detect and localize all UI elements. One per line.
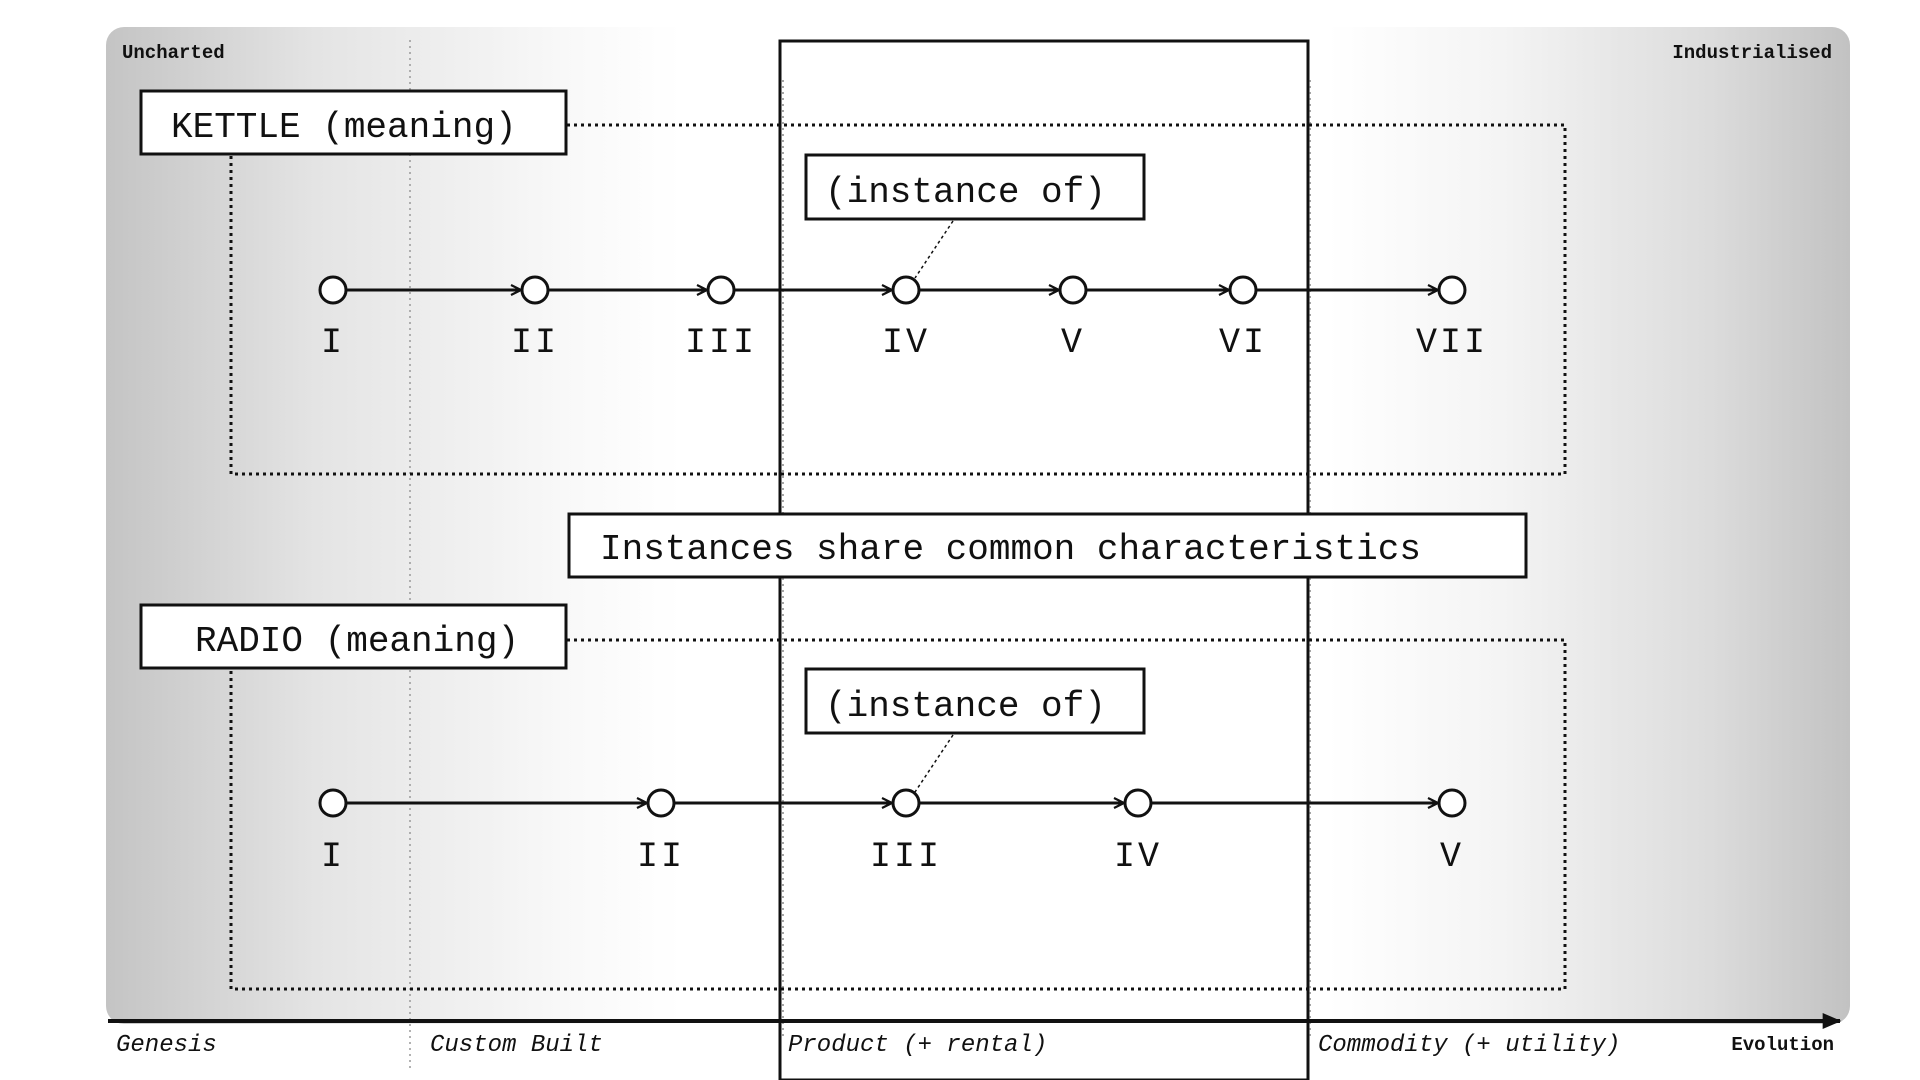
kettle-instance-node xyxy=(318,275,348,305)
radio-instance-node xyxy=(1123,788,1153,818)
kettle-instance-label: III xyxy=(685,323,757,363)
radio-instance-label: II xyxy=(637,837,685,877)
kettle-instance-label: VII xyxy=(1416,323,1488,363)
radio-instance-label: I xyxy=(321,837,345,877)
kettle-group-box xyxy=(229,123,1567,476)
radio-instance-node xyxy=(646,788,676,818)
radio-instance-of-box xyxy=(804,667,1146,735)
shared-characteristics-box xyxy=(567,512,1528,579)
kettle-instance-label: VI xyxy=(1219,323,1267,363)
kettle-instance-label: I xyxy=(321,323,345,363)
stage-label-genesis: Genesis xyxy=(116,1032,217,1059)
radio-instance-node xyxy=(891,788,921,818)
radio-instance-label: III xyxy=(870,837,942,877)
stage-label-commodity: Commodity (+ utility) xyxy=(1318,1032,1620,1059)
radio-label-box xyxy=(139,603,568,670)
kettle-label-box xyxy=(139,89,568,156)
corner-label-industrialised: Industrialised xyxy=(1672,42,1832,64)
radio-group-box xyxy=(229,638,1567,991)
kettle-instance-node xyxy=(1228,275,1258,305)
radio-instance-label: IV xyxy=(1114,837,1162,877)
corner-label-uncharted: Uncharted xyxy=(122,42,225,64)
kettle-instance-node xyxy=(706,275,736,305)
kettle-instance-label: II xyxy=(511,323,559,363)
kettle-instance-label: V xyxy=(1061,323,1085,363)
radio-instance-label: V xyxy=(1440,837,1464,877)
kettle-instance-of-label: (instance of) xyxy=(825,172,1106,213)
stage-label-product: Product (+ rental) xyxy=(788,1032,1047,1059)
kettle-instance-of-box xyxy=(804,153,1146,221)
stage-label-custom-built: Custom Built xyxy=(430,1032,603,1059)
kettle-instance-node xyxy=(891,275,921,305)
kettle-instance-label: IV xyxy=(882,323,930,363)
kettle-label: KETTLE (meaning) xyxy=(171,107,517,148)
kettle-instance-node xyxy=(520,275,550,305)
radio-instance-node xyxy=(318,788,348,818)
radio-instance-of-label: (instance of) xyxy=(825,686,1106,727)
kettle-instance-node xyxy=(1437,275,1467,305)
evolution-axis-label: Evolution xyxy=(1731,1034,1834,1056)
radio-instance-node xyxy=(1437,788,1467,818)
shared-characteristics-label: Instances share common characteristics xyxy=(600,529,1421,570)
radio-label: RADIO (meaning) xyxy=(195,621,519,662)
kettle-instance-node xyxy=(1058,275,1088,305)
